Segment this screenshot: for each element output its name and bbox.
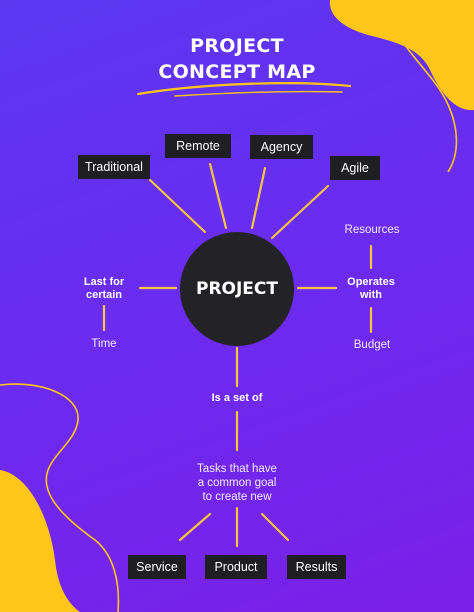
connector-service [178, 512, 212, 542]
relation-last-for-line2: certain [85, 289, 123, 301]
outline-curve-top-right [384, 0, 458, 173]
connector-traditional [148, 178, 207, 234]
connector-results [260, 512, 290, 542]
label-resources: Resources [344, 224, 400, 236]
yellow-blob-bottom-left [0, 470, 80, 612]
relation-operates-line2: with [360, 289, 382, 301]
title-line-2: CONCEPT MAP [158, 61, 316, 83]
relation-last-for-certain: Last for certain [70, 276, 138, 302]
node-results: Results [287, 555, 346, 579]
node-traditional: Traditional [78, 155, 150, 179]
connector-agency [250, 166, 267, 230]
label-budget: Budget [353, 339, 391, 351]
node-product: Product [205, 555, 267, 579]
title-underline-2 [174, 90, 343, 97]
label-time: Time [91, 338, 117, 350]
relation-is-a-set-of: Is a set of [211, 392, 263, 404]
title-underline [136, 82, 352, 96]
label-tasks-common-goal: Tasks that have a common goal to create … [197, 463, 277, 503]
node-service: Service [128, 555, 186, 579]
title-line-1: PROJECT [190, 35, 284, 57]
relation-last-for-line1: Last for [83, 276, 125, 288]
connector-agile [270, 184, 330, 240]
node-agile: Agile [330, 156, 380, 180]
relation-operates-line1: Operates [347, 276, 395, 288]
node-agency: Agency [250, 135, 313, 159]
relation-operates-with: Operates with [336, 276, 406, 302]
yellow-blob-top-right [329, 0, 474, 111]
node-remote: Remote [165, 134, 231, 158]
center-node-project: PROJECT [180, 232, 294, 346]
connector-remote [208, 162, 228, 230]
outline-curve-bottom-left [0, 383, 120, 612]
